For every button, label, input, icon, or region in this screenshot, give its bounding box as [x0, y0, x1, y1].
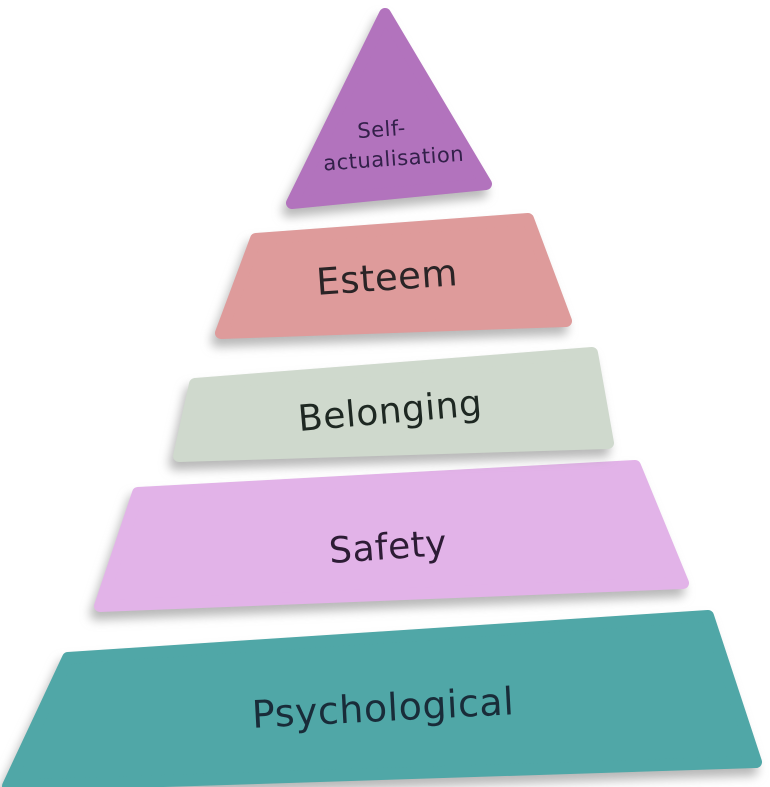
level-shape-safety: [94, 460, 689, 612]
level-label-safety: Safety: [328, 523, 449, 572]
level-label-esteem: Esteem: [315, 251, 459, 304]
level-psychological: Psychological: [2, 610, 762, 787]
level-esteem: Esteem: [215, 213, 572, 339]
level-safety: Safety: [94, 460, 689, 612]
level-shape-psychological: [2, 610, 762, 787]
level-shape-self-actualisation: [286, 8, 492, 209]
level-label-self-actualisation-line1: Self-: [357, 116, 407, 143]
level-self-actualisation: Self- actualisation: [286, 8, 492, 209]
level-belonging: Belonging: [173, 347, 614, 462]
level-shape-esteem: [215, 213, 572, 339]
level-shape-belonging: [173, 347, 614, 462]
